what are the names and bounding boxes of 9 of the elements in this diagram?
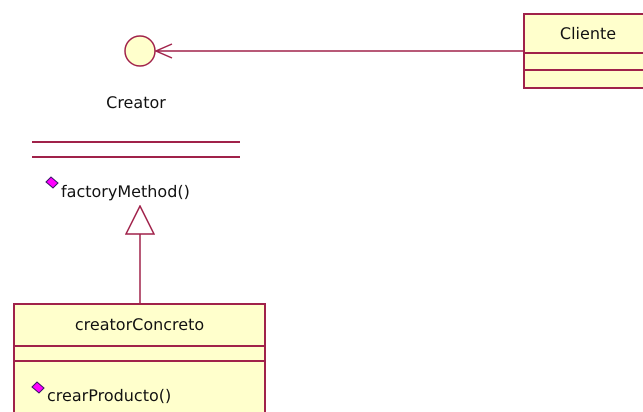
class-name: Creator bbox=[105, 93, 167, 112]
class-name: Cliente bbox=[558, 24, 618, 42]
method-name: factoryMethod() bbox=[61, 182, 190, 201]
realization-arrow bbox=[125, 205, 155, 303]
class-name: creatorConcreto bbox=[74, 315, 206, 334]
method-name: crearProducto() bbox=[47, 386, 172, 405]
class-box bbox=[13, 303, 266, 412]
association-arrow bbox=[155, 43, 523, 59]
class-box bbox=[523, 13, 643, 89]
